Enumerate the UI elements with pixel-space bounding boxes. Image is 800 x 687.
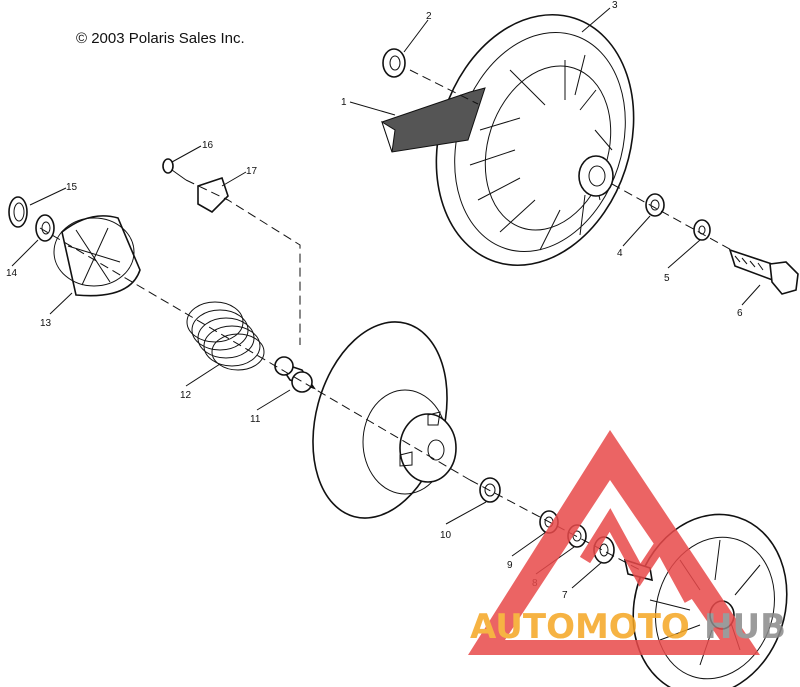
watermark-text-hub: HUB (704, 607, 786, 647)
part-5-lock-washer (693, 219, 711, 241)
callout-17: 17 (246, 166, 258, 177)
callout-5: 5 (664, 273, 670, 284)
part-10-bushing (479, 477, 501, 503)
moveable-sheave (312, 321, 457, 519)
callout-4: 4 (617, 248, 623, 259)
callout-labels: 1 2 3 4 5 6 7 8 9 10 11 12 13 14 15 16 1… (6, 0, 743, 601)
part-17-cap (197, 176, 229, 213)
callout-14: 14 (6, 268, 18, 279)
callout-13: 13 (40, 318, 52, 329)
part-3-fixed-sheave (435, 13, 635, 267)
watermark-logo: AUTOMOTO HUB (468, 430, 786, 655)
callout-3: 3 (612, 0, 618, 11)
part-16-pin (162, 158, 187, 181)
part-13-cam (53, 215, 141, 297)
callout-15: 15 (66, 182, 78, 193)
callout-1: 1 (341, 97, 347, 108)
callout-11: 11 (250, 414, 261, 425)
callout-7: 7 (562, 590, 568, 601)
callout-9: 9 (507, 560, 513, 571)
callout-10: 10 (440, 530, 452, 541)
part-14-washer (35, 214, 55, 242)
callout-12: 12 (180, 390, 192, 401)
part-1-friction-block (381, 87, 486, 153)
part-11-bushing (274, 356, 316, 393)
assembly-axis-lines (39, 69, 736, 571)
copyright-notice: © 2003 Polaris Sales Inc. (76, 30, 245, 47)
part-2-washer (382, 48, 406, 78)
watermark-text-automoto: AUTOMOTO (470, 607, 690, 647)
callout-2: 2 (426, 11, 432, 22)
part-6-bolt (728, 248, 799, 295)
callout-6: 6 (737, 308, 743, 319)
callout-16: 16 (202, 140, 214, 151)
watermark-triangle-icon (468, 430, 760, 655)
part-15-snap-ring (8, 196, 28, 228)
part-4-washer (645, 193, 665, 217)
part-12-spring (186, 301, 265, 371)
